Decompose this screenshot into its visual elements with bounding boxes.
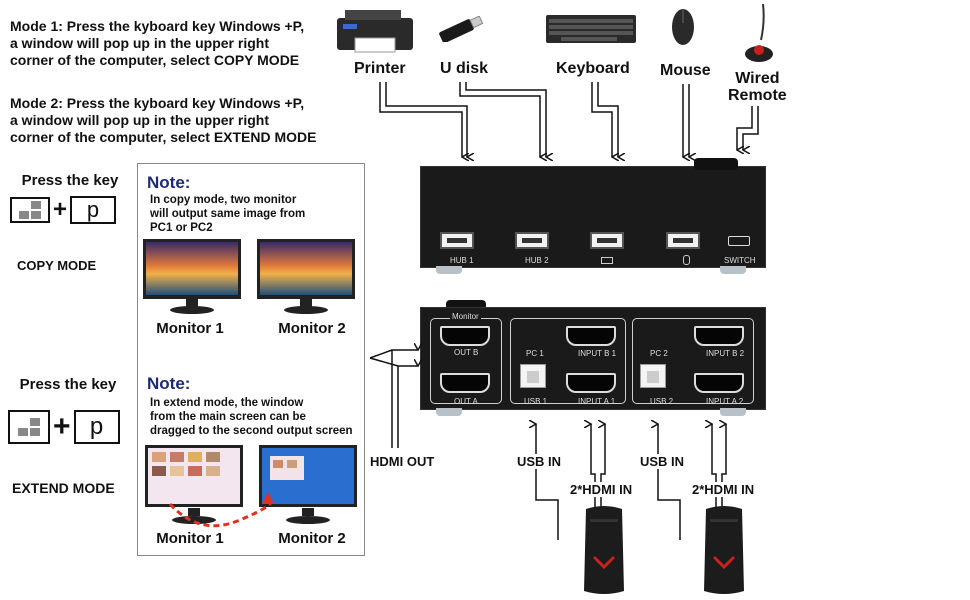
usb1-label: USB 1 xyxy=(524,397,548,406)
hub2-port[interactable] xyxy=(515,232,549,249)
note-copy-line-1: In copy mode, two monitor xyxy=(150,194,297,206)
windows-key xyxy=(8,410,50,444)
windows-logo-icon xyxy=(18,418,40,436)
note-extend-line-1: In extend mode, the window xyxy=(150,397,304,409)
monitor-1-icon xyxy=(145,445,243,524)
windows-logo-icon xyxy=(19,201,41,219)
kvm-top-panel xyxy=(420,166,766,268)
windows-key xyxy=(10,197,50,223)
mode1-line-3: corner of the computer, select COPY MODE xyxy=(10,52,300,68)
keyboard-label: Keyboard xyxy=(556,60,630,77)
note-extend-text: In extend mode, the window from the main… xyxy=(150,396,365,438)
note-copy-line-2: will output same image from xyxy=(150,208,306,220)
note-copy-line-3: PC1 or PC2 xyxy=(150,222,213,234)
plus-sign: + xyxy=(53,196,68,223)
mode1-instructions: Mode 1: Press the kyboard key Windows +P… xyxy=(10,18,340,69)
extend-monitor-1-label: Monitor 1 xyxy=(156,530,224,547)
mode2-line-2: a window will pop up in the upper right xyxy=(10,112,269,128)
input-b1-label: INPUT B 1 xyxy=(578,349,617,358)
mode2-line-3: corner of the computer, select EXTEND MO… xyxy=(10,129,317,145)
monitor-2-icon xyxy=(259,445,357,524)
kvm-top-feet xyxy=(436,266,746,274)
udisk-label: U disk xyxy=(440,60,489,77)
printer-icon xyxy=(337,10,413,53)
copy-monitors-illustration xyxy=(143,239,355,314)
copy-mode-label: COPY MODE xyxy=(17,258,97,273)
note-extend-title: Note: xyxy=(147,374,191,393)
kvm-bottom-feet xyxy=(436,408,746,416)
hub1-port[interactable] xyxy=(440,232,474,249)
input-b2-port[interactable] xyxy=(694,326,744,346)
hdmi-out-label: HDMI OUT xyxy=(370,454,435,469)
extend-key-combo: + p xyxy=(8,410,120,444)
copy-monitor-1-label: Monitor 1 xyxy=(156,320,224,337)
pc2-hdmi-in-label: 2*HDMI IN xyxy=(690,482,757,497)
pc2-tower-icon xyxy=(704,506,744,594)
input-b1-port[interactable] xyxy=(566,326,616,346)
hub2-label: HUB 2 xyxy=(525,256,549,265)
wired-remote-line-1: Wired xyxy=(735,70,780,87)
kvm-bottom-knob xyxy=(446,300,486,310)
mode2-instructions: Mode 2: Press the kyboard key Windows +P… xyxy=(10,95,340,146)
mode1-line-1: Mode 1: Press the kyboard key Windows +P… xyxy=(10,18,305,34)
keyboard-port-icon xyxy=(601,257,613,264)
monitor-2-icon xyxy=(257,239,355,314)
mouse-port[interactable] xyxy=(666,232,700,249)
note-extend-line-3: dragged to the second output screen xyxy=(150,425,353,437)
note-extend-line-2: from the main screen can be xyxy=(150,411,306,423)
out-a-port[interactable] xyxy=(440,373,490,393)
extend-monitors-illustration xyxy=(145,445,357,528)
pc1-label: PC 1 xyxy=(526,349,544,358)
wired-remote-line-2: Remote xyxy=(728,87,787,104)
monitor-label: Monitor xyxy=(450,312,481,321)
monitor-1-icon xyxy=(143,239,241,314)
printer-label: Printer xyxy=(354,60,406,77)
mode2-line-1: Mode 2: Press the kyboard key Windows +P… xyxy=(10,95,305,111)
usb2-label: USB 2 xyxy=(650,397,674,406)
kvm-switch-knob[interactable] xyxy=(694,158,738,170)
p-key: p xyxy=(73,410,120,444)
input-b2-label: INPUT B 2 xyxy=(706,349,745,358)
pc1-usb-in-label: USB IN xyxy=(515,454,564,469)
out-b-label: OUT B xyxy=(454,348,479,357)
mode1-line-2: a window will pop up in the upper right xyxy=(10,35,269,51)
wired-remote-label: Wired Remote xyxy=(728,70,787,104)
pc2-input-group xyxy=(632,318,754,404)
p-key: p xyxy=(70,196,117,224)
keyboard-icon xyxy=(546,15,636,43)
pc1-input-group xyxy=(510,318,626,404)
press-key-label-copy: Press the key xyxy=(21,172,119,189)
switch-label: SWITCH xyxy=(724,256,756,265)
extend-monitor-2-label: Monitor 2 xyxy=(278,530,346,547)
mouse-icon xyxy=(672,9,694,45)
note-copy-text: In copy mode, two monitor will output sa… xyxy=(150,193,360,235)
input-a2-port[interactable] xyxy=(694,373,744,393)
wired-remote-icon xyxy=(745,3,773,62)
pc2-label: PC 2 xyxy=(650,349,668,358)
usb1-port[interactable] xyxy=(520,364,546,388)
copy-key-combo: + p xyxy=(10,196,117,224)
press-key-label-extend: Press the key xyxy=(19,376,117,393)
input-a1-label: INPUT A 1 xyxy=(578,397,616,406)
mouse-port-icon xyxy=(683,255,690,265)
extend-mode-label: EXTEND MODE xyxy=(12,480,115,496)
out-a-label: OUT A xyxy=(454,397,478,406)
pc1-hdmi-in-label: 2*HDMI IN xyxy=(568,482,635,497)
copy-monitor-2-label: Monitor 2 xyxy=(278,320,346,337)
hub1-label: HUB 1 xyxy=(450,256,474,265)
udisk-icon xyxy=(439,16,484,42)
input-a2-label: INPUT A 2 xyxy=(706,397,744,406)
usb2-port[interactable] xyxy=(640,364,666,388)
pc2-usb-in-label: USB IN xyxy=(638,454,687,469)
plus-sign: + xyxy=(53,410,71,443)
out-b-port[interactable] xyxy=(440,326,490,346)
mouse-label: Mouse xyxy=(660,62,711,79)
note-copy-title: Note: xyxy=(147,173,191,192)
pc1-tower-icon xyxy=(584,506,624,594)
input-a1-port[interactable] xyxy=(566,373,616,393)
keyboard-port[interactable] xyxy=(590,232,624,249)
switch-port[interactable] xyxy=(728,236,750,246)
